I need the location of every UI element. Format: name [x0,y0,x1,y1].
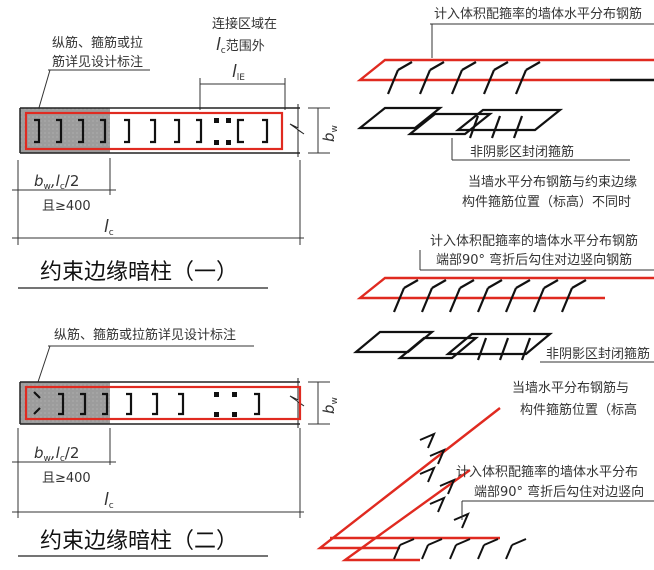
iso2-label-closed: 非阴影区封闭箍筋 [546,346,650,362]
lle-label: llE [232,62,245,83]
iso3-red-diag-1 [316,407,501,550]
iso-detail-two: 计入体积配箍率的墙体水平分布钢筋 端部90° 弯折后勾住对边竖向钢筋 非阴影区封… [352,233,654,418]
dim-bw-lc: bw,lc/2 [34,172,79,192]
iso-detail-one: 计入体积配箍率的墙体水平分布钢筋 非阴影区封闭箍筋 当墙水平分布钢筋与约束边缘 … [356,6,654,210]
dim-lc-2: lc [104,490,114,511]
iso2-note1: 当墙水平分布钢筋与 [512,380,629,396]
iso2-note2: 构件箍筋位置（标高 [520,402,637,418]
diagram-two: 纵筋、箍筋或拉筋详见设计标注 bw bw,lc/2 且≥400 lc [12,327,340,557]
iso2-label-top: 计入体积配箍率的墙体水平分布钢筋 [430,233,638,249]
iso-detail-three: 计入体积配箍率的墙体水平分布 端部90° 弯折后勾住对边竖向 [316,407,654,562]
break-symbol [289,104,305,157]
dim-lc: lc [104,217,114,238]
shaded-region [20,108,110,153]
iso1-note1: 当墙水平分布钢筋与约束边缘 [468,174,637,190]
iso2-red-bar [356,276,654,300]
diagram-one: 纵筋、箍筋或拉 筋详见设计标注 连接区域在 lc范围外 llE [12,16,340,289]
iso1-note2: 构件箍筋位置（标高）不同时 [462,194,631,210]
note2-text: 纵筋、箍筋或拉筋详见设计标注 [54,327,236,343]
iso1-label-closed: 非阴影区封闭箍筋 [470,144,574,160]
dim-bw-lc-2: bw,lc/2 [34,444,79,464]
iso2-label-hook: 端部90° 弯折后勾住对边竖向钢筋 [436,252,632,268]
iso3-label-top: 计入体积配箍率的墙体水平分布 [456,464,638,480]
note-text-line2: 筋详见设计标注 [52,54,143,70]
dim-min: 且≥400 [42,199,91,214]
stirrup-red-2 [24,385,302,421]
title-two: 约束边缘暗柱（二） [40,529,238,554]
iso3-label-hook: 端部90° 弯折后勾住对边竖向 [474,484,644,500]
shaded-region-2 [20,382,110,424]
longitudinal-bars [214,118,231,145]
bw-label-2: bw [320,397,340,414]
bw-label: bw [320,125,340,142]
connection-zone-line2: lc范围外 [216,35,265,56]
iso2-closed-stirrups [352,330,554,361]
tie-bars [34,118,269,144]
dim-min-2: 且≥400 [42,471,91,486]
iso2-verticals [392,279,587,313]
title-one: 约束边缘暗柱（一） [40,260,238,285]
iso1-red-bar [356,58,654,82]
iso3-ties [393,432,527,560]
connection-zone-line1: 连接区域在 [212,16,277,32]
iso1-label-top: 计入体积配箍率的墙体水平分布钢筋 [434,6,642,22]
stirrup-red [24,111,284,151]
iso1-closed-stirrups [356,106,564,139]
iso1-verticals [386,61,541,95]
note-text-line1: 纵筋、箍筋或拉 [52,35,143,51]
tie-bars-2 [33,391,261,416]
